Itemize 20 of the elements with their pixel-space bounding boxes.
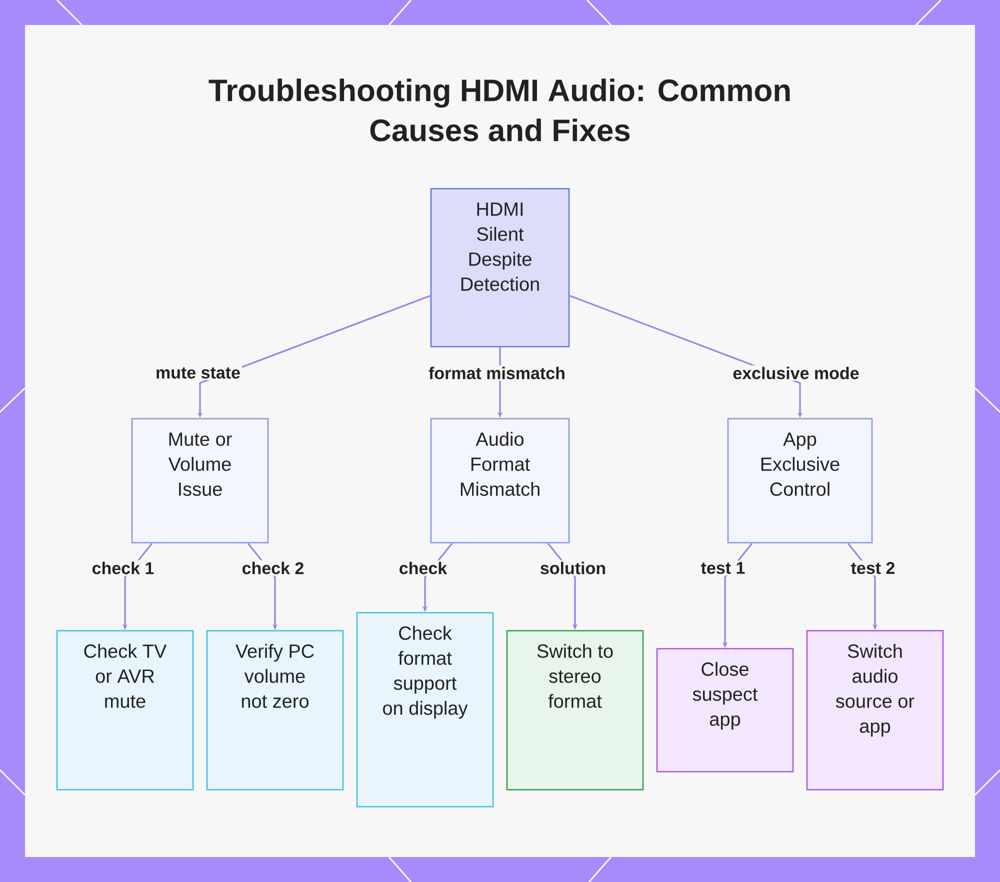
step-box: Check format support on display	[356, 612, 494, 808]
edge-label: check	[397, 560, 449, 576]
cause-box: Mute or Volume Issue	[131, 418, 269, 544]
step-box: Switch audio source or app	[806, 630, 944, 790]
edge-label: format mismatch	[427, 365, 567, 381]
problem-box: HDMI Silent Despite Detection	[430, 188, 570, 348]
edge-label: test 1	[699, 560, 747, 576]
edge-label: test 2	[849, 560, 897, 576]
edge-label: check 1	[90, 560, 156, 576]
step-box: Close suspect app	[656, 648, 794, 772]
step-box: Check TV or AVR mute	[56, 630, 194, 790]
cause-box: App Exclusive Control	[727, 418, 873, 544]
edge-label: solution	[538, 560, 608, 576]
step-box: Verify PC volume not zero	[206, 630, 344, 790]
edge-label: check 2	[240, 560, 306, 576]
edge-label: mute state	[154, 366, 242, 380]
cause-box: Audio Format Mismatch	[430, 418, 570, 544]
edge-label: exclusive mode	[731, 365, 861, 381]
title: Troubleshooting HDMI Audio: Common Causes and Fixes	[208, 78, 790, 142]
step-box: Switch to stereo format	[506, 630, 644, 790]
